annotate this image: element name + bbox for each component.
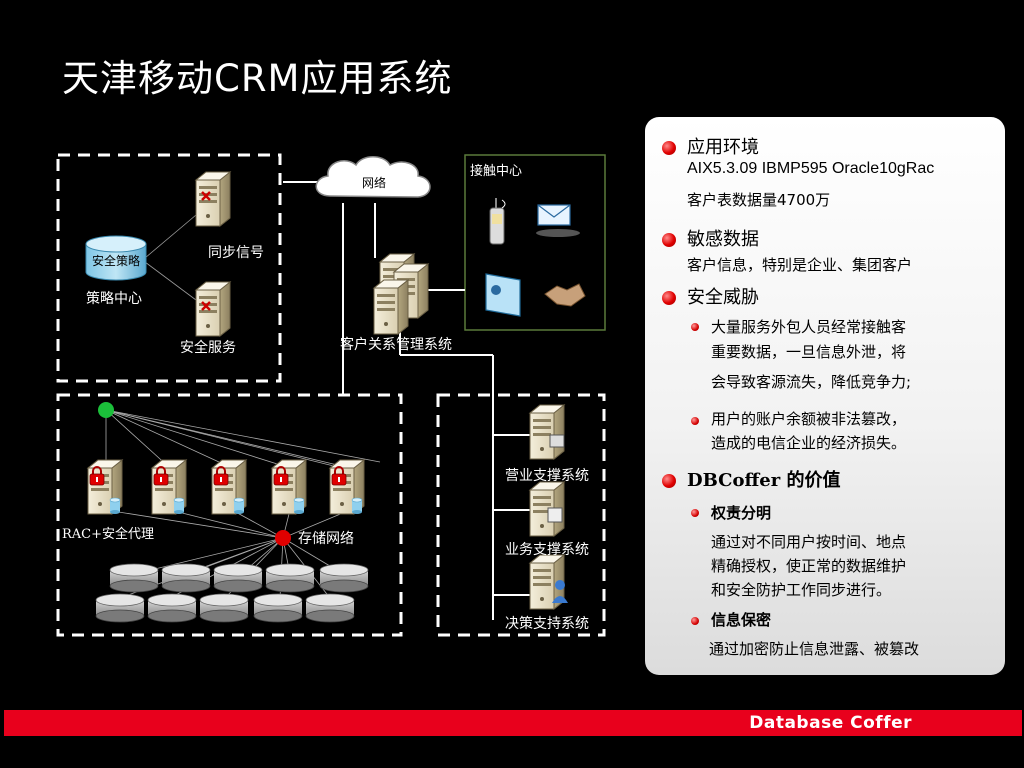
cloud-icon <box>315 156 431 198</box>
business-support-label: 营业支撑系统 <box>505 468 589 484</box>
section-threat-heading: 安全威胁 <box>687 287 759 308</box>
value-2-line-1: 通过加密防止信息泄露、被篡改 <box>709 640 920 658</box>
rac-zone <box>56 393 403 637</box>
storage-network-label: 存储网络 <box>298 531 354 547</box>
environment-spec: AIX5.3.09 IBMP595 Oracle10gRac <box>687 160 935 177</box>
rac-server-1-icon <box>87 459 123 515</box>
sync-server-top-icon <box>195 171 231 227</box>
rac-server-3-icon <box>211 459 247 515</box>
rac-server-4-icon <box>271 459 307 515</box>
value-1-line-1: 通过对不同用户按时间、地点 <box>711 533 907 551</box>
sub-bullet-icon <box>691 617 699 625</box>
architecture-diagram <box>56 153 606 637</box>
footer-bar: Database Coffer <box>4 710 1022 736</box>
operation-support-server-icon <box>529 481 565 537</box>
threat-2-line-2: 造成的电信企业的经济损失。 <box>711 434 907 452</box>
cloud-label: 网络 <box>362 176 387 190</box>
security-policy-label: 安全策略 <box>92 254 141 268</box>
bullet-icon <box>662 233 676 247</box>
contact-center-label: 接触中心 <box>470 164 523 179</box>
email-envelope-icon <box>536 204 580 237</box>
business-support-server-icon <box>529 404 565 460</box>
handshake-icon <box>544 283 586 307</box>
sync-signal-label: 同步信号 <box>208 245 264 261</box>
rac-server-5-icon <box>329 459 365 515</box>
bullet-icon <box>662 474 676 488</box>
value-1-title: 权责分明 <box>711 504 772 522</box>
section-sensitive-data-heading: 敏感数据 <box>687 229 759 250</box>
sensitive-data-text: 客户信息，特别是企业、集团客户 <box>687 256 913 274</box>
slide-title: 天津移动CRM应用系统 <box>62 57 453 100</box>
rac-proxy-label: RAC+安全代理 <box>62 527 155 542</box>
connection-lines <box>283 181 530 620</box>
decision-support-server-icon <box>529 554 568 610</box>
id-card-icon <box>485 273 521 317</box>
green-node-icon <box>98 402 114 418</box>
section-value-heading: DBCoffer 的价值 <box>687 470 841 491</box>
policy-center-label: 策略中心 <box>86 291 142 307</box>
rac-server-2-icon <box>151 459 187 515</box>
decision-support-label: 决策支持系统 <box>505 616 589 632</box>
crm-system-label: 客户关系管理系统 <box>340 337 452 353</box>
sub-bullet-icon <box>691 509 699 517</box>
sync-lines <box>144 214 197 301</box>
sync-server-bottom-icon <box>195 281 231 337</box>
storage-disk-array-icon <box>95 563 369 623</box>
brand-label: Database Coffer <box>749 713 912 733</box>
bullet-icon <box>662 141 676 155</box>
threat-2-line-1: 用户的账户余额被非法篡改， <box>711 410 907 428</box>
environment-table-size: 客户表数据量4700万 <box>687 191 831 209</box>
policy-center-zone <box>56 153 282 383</box>
security-service-label: 安全服务 <box>180 340 236 356</box>
sub-bullet-icon <box>691 323 699 331</box>
value-1-line-2: 精确授权，使正常的数据维护 <box>711 557 907 575</box>
crm-server-cluster-icon <box>373 253 429 335</box>
sub-bullet-icon <box>691 417 699 425</box>
info-panel: 应用环境 AIX5.3.09 IBMP595 Oracle10gRac 客户表数… <box>645 117 1005 675</box>
threat-1-line-1: 大量服务外包人员经常接触客 <box>711 318 907 336</box>
threat-1-line-2: 重要数据，一旦信息外泄，将 <box>711 343 907 361</box>
security-policy-database-icon <box>85 235 147 281</box>
value-1-line-3: 和安全防护工作同步进行。 <box>711 581 892 599</box>
bullet-icon <box>662 291 676 305</box>
threat-1-line-3: 会导致客源流失，降低竞争力; <box>711 373 912 391</box>
operation-support-label: 业务支撑系统 <box>505 542 589 558</box>
section-environment-heading: 应用环境 <box>687 137 759 158</box>
mobile-phone-icon <box>489 198 506 245</box>
red-storage-node-icon <box>275 530 291 546</box>
support-systems-zone <box>436 393 606 637</box>
value-2-title: 信息保密 <box>711 611 772 629</box>
